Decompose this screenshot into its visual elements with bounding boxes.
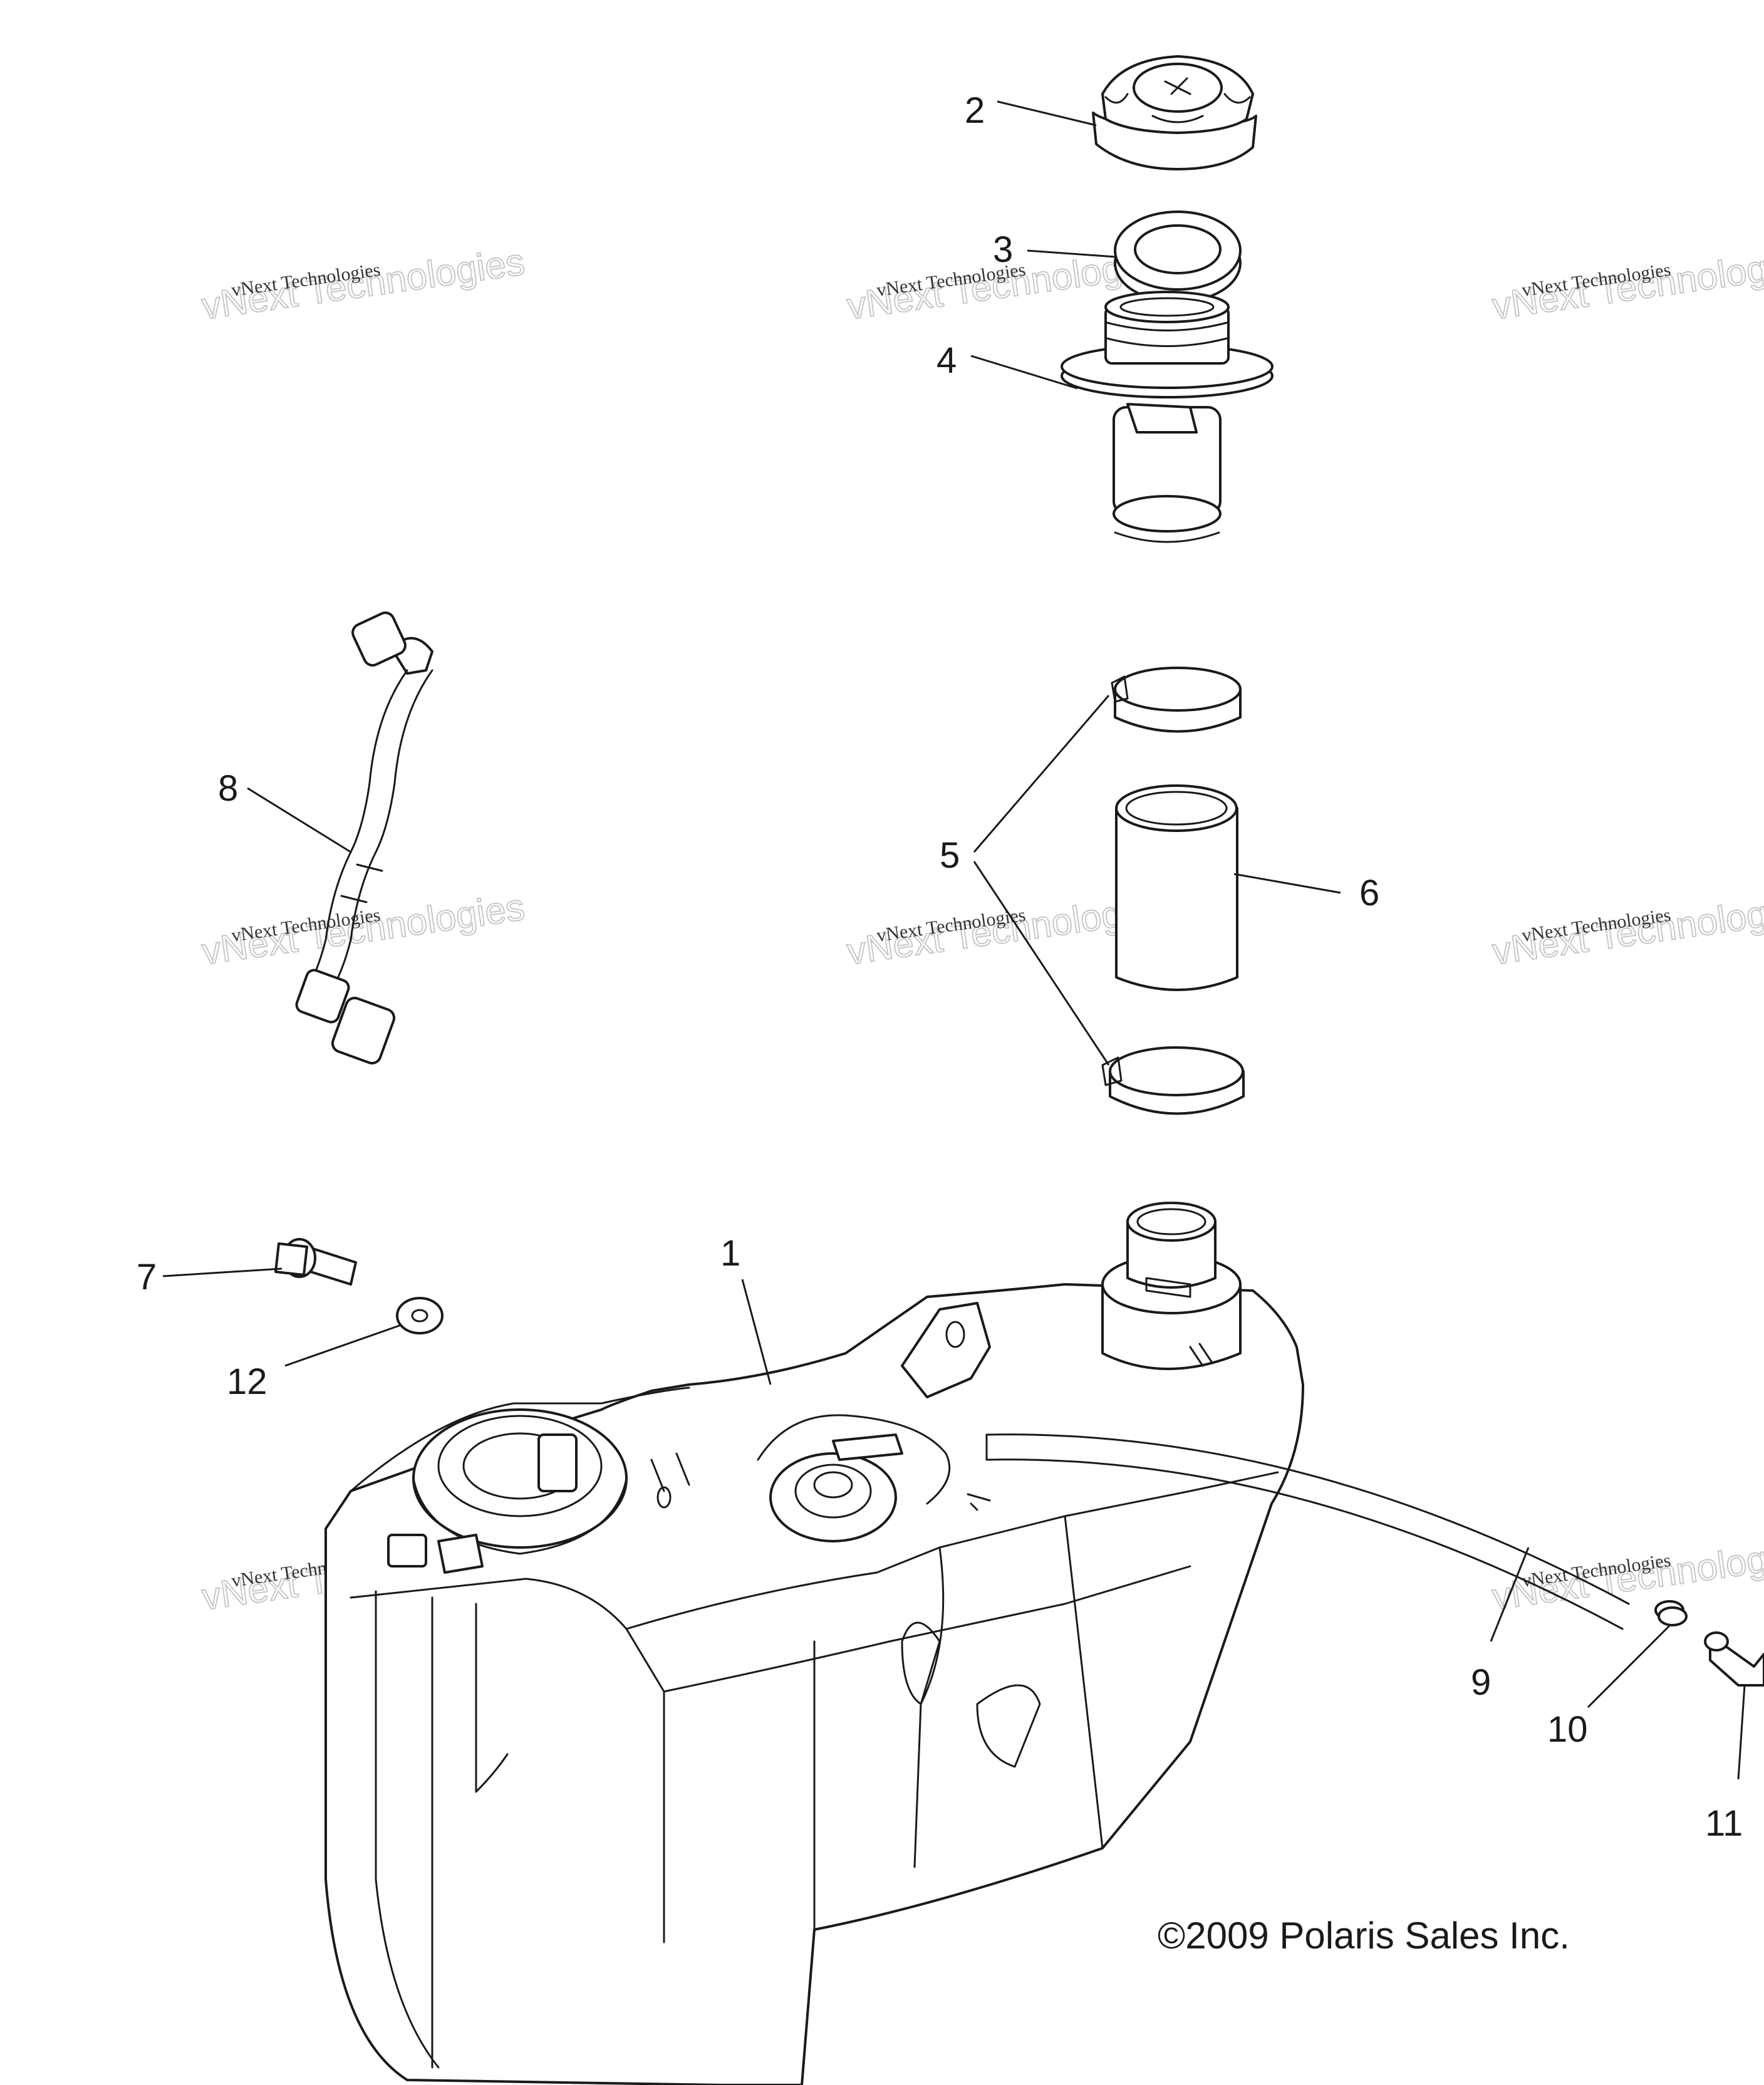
gasket xyxy=(1114,211,1242,303)
callout-6: 6 xyxy=(1359,873,1379,913)
watermark: vNext Technologies vNext Technologies xyxy=(1489,240,1764,328)
watermark: vNext Technologies vNext Technologies xyxy=(199,240,527,328)
washer xyxy=(396,1297,444,1334)
valve xyxy=(1654,1600,1688,1626)
leader-lines xyxy=(162,100,1746,1780)
bolt xyxy=(274,1238,357,1286)
callout-11: 11 xyxy=(1705,1803,1743,1844)
vent-hose xyxy=(295,611,433,1065)
filler-hose xyxy=(1115,784,1238,991)
callout-7: 7 xyxy=(137,1257,157,1297)
callout-10: 10 xyxy=(1547,1709,1588,1750)
callout-5: 5 xyxy=(940,835,960,876)
callout-3: 3 xyxy=(993,229,1013,270)
callout-1: 1 xyxy=(720,1233,740,1274)
callout-2: 2 xyxy=(965,90,985,131)
fuel-tank xyxy=(324,1202,1304,2085)
hose-clamp-upper xyxy=(1111,667,1242,733)
callout-4: 4 xyxy=(936,340,957,381)
callout-8: 8 xyxy=(218,768,238,809)
watermark: vNext Technologies vNext Technologies xyxy=(1489,885,1764,974)
vent-line xyxy=(985,1433,1630,1630)
fitting xyxy=(1704,1631,1764,1687)
copyright-notice: ©2009 Polaris Sales Inc. xyxy=(1158,1915,1570,1957)
watermark: vNext Technologies vNext Technologies xyxy=(199,885,527,974)
callout-12: 12 xyxy=(227,1361,267,1402)
filler-neck xyxy=(1061,291,1274,543)
watermark: vNext Technologies vNext Technologies xyxy=(1489,1531,1764,1619)
hose-clamp-lower xyxy=(1101,1046,1245,1115)
fuel-cap xyxy=(1092,55,1257,170)
callout-9: 9 xyxy=(1471,1662,1491,1703)
